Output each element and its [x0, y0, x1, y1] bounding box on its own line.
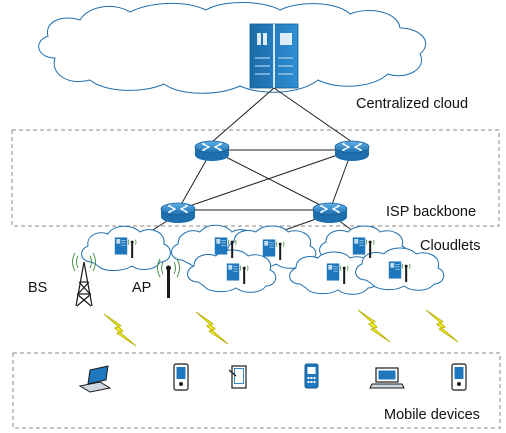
laptop-icon [369, 367, 405, 389]
centralized-cloud-label: Centralized cloud [356, 96, 468, 112]
router-icon [194, 140, 230, 162]
mobile-devices-label: Mobile devices [384, 407, 480, 423]
base-station-label: BS [28, 280, 47, 296]
cloudlet-server-icon [262, 239, 276, 257]
cloudlet-server-icon [214, 237, 228, 255]
tablet-icon [228, 365, 247, 389]
cloudlet-server-icon [388, 261, 402, 279]
mobile-devices-region [12, 352, 501, 429]
cell-tower-icon [72, 252, 96, 307]
router-icon [312, 202, 348, 224]
lightning-bolt-icon [425, 309, 459, 343]
isp-backbone-label: ISP backbone [386, 204, 476, 220]
lightning-bolt-icon [103, 313, 137, 347]
access-point-label: AP [132, 280, 151, 296]
cloudlet-server-icon [226, 263, 240, 281]
centralized-cloud-shape [38, 2, 427, 94]
pda-icon [173, 363, 189, 391]
router-icon [160, 202, 196, 224]
cloudlet-server-icon [326, 263, 340, 281]
pda-icon [451, 363, 467, 391]
phone-icon [304, 363, 319, 389]
lightning-bolt-icon [357, 309, 391, 343]
cloudlets-label: Cloudlets [420, 238, 480, 254]
server-rack-icon [249, 23, 299, 89]
cloudlet-server-icon [352, 237, 366, 255]
lightning-bolt-icon [195, 311, 229, 345]
cloudlet-server-icon [114, 237, 128, 255]
router-icon [334, 140, 370, 162]
isp-backbone-region [11, 129, 500, 227]
laptop-icon [78, 365, 112, 393]
access-point-icon [157, 258, 180, 298]
